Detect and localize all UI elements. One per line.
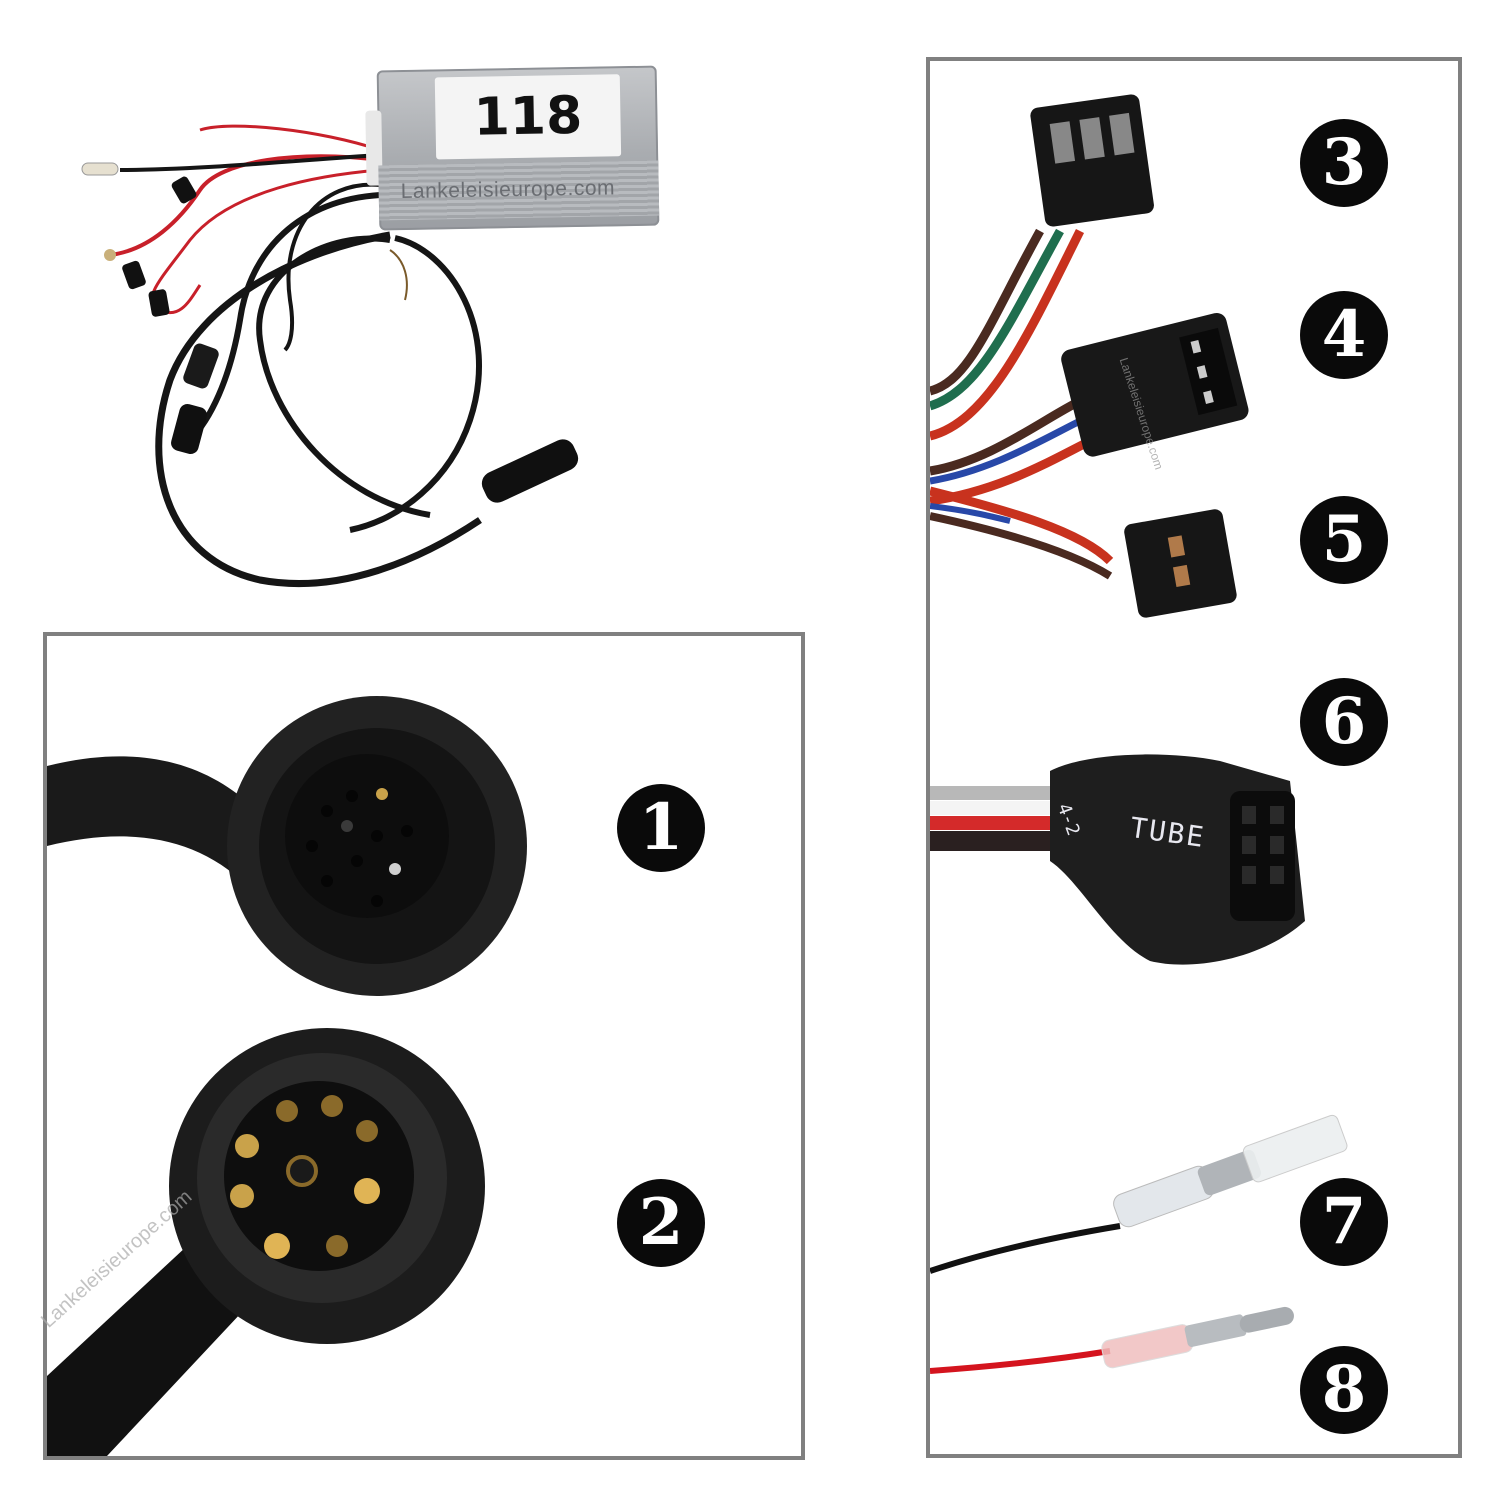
female-round-connector-icon	[47, 696, 527, 996]
watermark: Lankeleisieurope.com	[400, 176, 616, 204]
controller-cables-icon	[81, 124, 579, 587]
panel-round-connectors: 1 Lankeleisieurope.com 2	[37, 632, 805, 1460]
number-badge-2: 2	[617, 1179, 705, 1267]
number-badge-4: 4	[1300, 291, 1388, 379]
connector-2-photo: Lankeleisieurope.com	[37, 1006, 567, 1456]
panel-wire-connectors: 4-2 TUBE Lankeleisieurope.com 3 4 5 6 7 …	[926, 57, 1462, 1458]
number-badge-1: 1	[617, 784, 705, 872]
controller-label: 118	[434, 74, 622, 160]
number-badge-6: 6	[1300, 678, 1388, 766]
number-badge-8: 8	[1300, 1346, 1388, 1434]
controller-photo: 118 Lankeleisieurope.com	[70, 60, 660, 600]
number-badge-7: 7	[1300, 1178, 1388, 1266]
controller-box: 118 Lankeleisieurope.com	[365, 65, 660, 231]
male-round-connector-icon	[47, 1028, 485, 1456]
number-badge-5: 5	[1300, 496, 1388, 584]
connector-1-photo	[47, 656, 567, 1016]
number-badge-3: 3	[1300, 119, 1388, 207]
wire-harness-icon	[930, 94, 1348, 1374]
